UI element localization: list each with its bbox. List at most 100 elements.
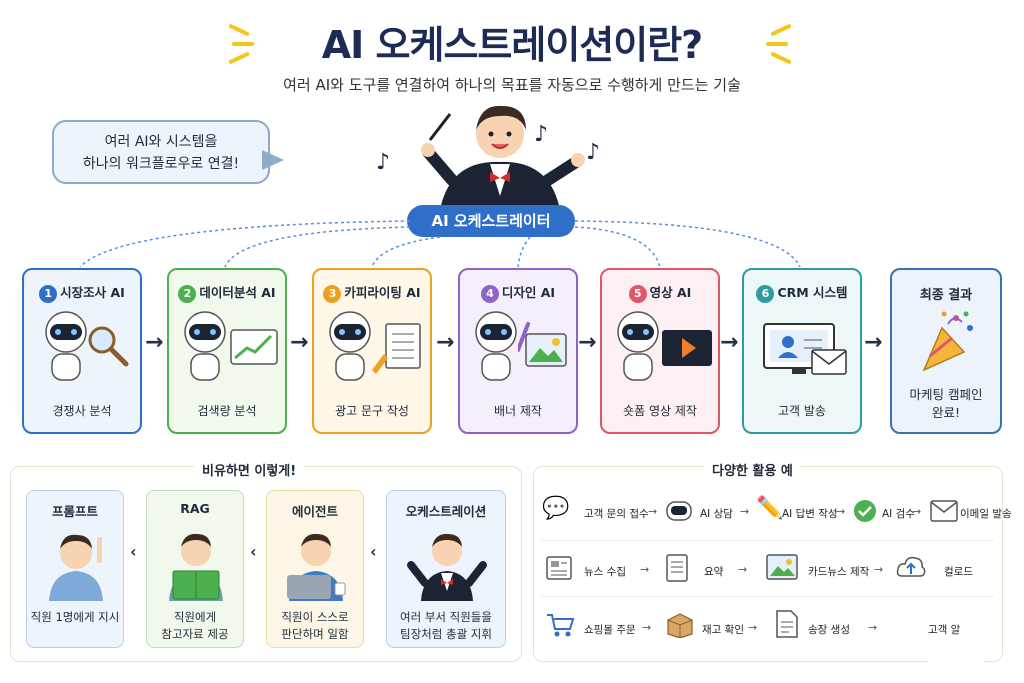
flow-arrow-icon: →	[145, 330, 164, 355]
analogy-card-orchestration: 오케스트레이션 여러 부서 직원들을 팀장처럼 총괄 지휘	[386, 490, 506, 648]
robot-icon	[475, 311, 517, 381]
envelope-icon	[930, 500, 958, 522]
step-number-badge: 6	[756, 285, 775, 303]
final-result-card: 최종 결과 마케팅 캠페인 완료!	[890, 268, 1002, 434]
step-number-badge: 4	[480, 285, 499, 303]
blank-patch	[930, 548, 980, 588]
pencil-icon: ✏️	[756, 496, 784, 521]
document-pen-icon	[372, 323, 421, 374]
example-step: 재고 확인	[702, 624, 744, 636]
speech-bubble-tail	[262, 150, 284, 170]
analogy-card-title: 프롬프트	[51, 504, 98, 519]
analogy-card-title: RAG	[180, 501, 210, 516]
arrow-icon: →	[648, 505, 658, 518]
final-result-title: 최종 결과	[919, 288, 973, 303]
step-number-badge: 5	[628, 285, 647, 303]
example-step: 뉴스 수집	[584, 566, 626, 578]
arrow-icon: →	[642, 621, 652, 634]
flow-arrow-icon: →	[720, 330, 739, 355]
music-note-icon: ♪	[376, 150, 391, 175]
step-caption: 숏폼 영상 제작	[623, 404, 697, 418]
connector-lines	[79, 220, 801, 268]
step-title-text: 데이터분석 AI	[199, 285, 276, 300]
arrow-icon: →	[836, 505, 846, 518]
step-title-text: 카피라이팅 AI	[344, 285, 421, 300]
analogy-card-line-1: 직원에게	[173, 610, 217, 624]
arrow-icon: →	[748, 621, 758, 634]
package-box-icon	[667, 613, 693, 638]
blank-patch	[928, 606, 984, 662]
analogy-card-line-1: 직원 1명에게 지시	[30, 610, 120, 624]
document-icon	[776, 610, 798, 638]
example-step: 요약	[704, 566, 724, 578]
example-step: AI 답변 작성	[782, 508, 838, 520]
analogy-card-line-2: 팀장처럼 총괄 지휘	[400, 627, 492, 641]
example-step: 고객 알	[928, 624, 961, 636]
flow-arrow-icon: →	[578, 330, 597, 355]
cloud-upload-icon	[896, 556, 926, 577]
left-chevron-icon: ‹	[130, 542, 137, 561]
chat-bubble-icon: 💬	[542, 496, 570, 521]
arrow-icon: →	[740, 505, 750, 518]
step-caption: 배너 제작	[494, 404, 542, 418]
final-result-line-2: 완료!	[931, 405, 960, 420]
step-caption: 고객 발송	[778, 404, 826, 418]
arrow-icon: →	[738, 563, 748, 576]
check-badge-icon	[854, 500, 876, 522]
newspaper-icon	[546, 556, 572, 580]
analogy-card-line-2: 참고자료 제공	[161, 627, 229, 641]
person-reading-book-icon	[169, 533, 223, 601]
step-caption: 경쟁사 분석	[52, 404, 112, 418]
divider	[540, 596, 994, 597]
person-with-laptop-icon	[287, 533, 346, 601]
analogy-card-prompt: 프롬프트 직원 1명에게 지시	[26, 490, 124, 648]
paint-brush-icon	[518, 322, 567, 367]
bubble-line-1: 여러 AI와 시스템을	[104, 134, 218, 150]
video-play-icon	[662, 330, 712, 366]
bubble-line-2: 하나의 워크플로우로 연결!	[82, 156, 240, 172]
left-chevron-icon: ‹	[250, 542, 257, 561]
robot-icon	[666, 501, 692, 521]
robot-icon	[617, 311, 659, 381]
divider	[540, 540, 994, 541]
music-note-icon: ♪	[534, 122, 549, 147]
page-title: AI 오케스트레이션이란?	[321, 23, 703, 67]
document-list-icon	[666, 554, 688, 582]
final-result-line-1: 마케팅 캠페인	[909, 387, 983, 402]
robot-icon	[184, 311, 226, 381]
example-step: AI 검수	[882, 508, 915, 520]
analogy-card-line-1: 여러 부서 직원들을	[400, 610, 492, 624]
example-step: 이메일 발송	[960, 508, 1012, 520]
robot-icon	[45, 311, 87, 381]
magnifier-icon	[88, 326, 129, 367]
analogy-card-title: 에이전트	[291, 504, 338, 519]
person-pointing-icon	[49, 534, 103, 601]
flow-arrow-icon: →	[864, 330, 883, 355]
conductor-illustration	[421, 105, 585, 210]
step-number-badge: 2	[178, 285, 197, 303]
step-title-text: CRM 시스템	[777, 285, 848, 300]
analogy-card-rag: RAG 직원에게 참고자료 제공	[146, 490, 244, 648]
step-number-badge: 1	[39, 285, 58, 303]
conductor-icon	[407, 533, 487, 601]
party-popper-icon	[922, 311, 973, 372]
arrow-icon: →	[874, 563, 884, 576]
orchestrator-label: AI 오케스트레이터	[407, 205, 575, 237]
analogy-card-line-2: 판단하며 일함	[281, 627, 349, 641]
example-step: 고객 문의 접수	[584, 508, 649, 520]
arrow-icon: →	[640, 563, 650, 576]
step-title-text: 디자인 AI	[501, 285, 556, 300]
page-subtitle: 여러 AI와 도구를 연결하여 하나의 목표를 자동으로 수행하게 만드는 기술	[283, 76, 741, 94]
arrow-icon: →	[868, 621, 878, 634]
robot-icon	[329, 311, 371, 381]
